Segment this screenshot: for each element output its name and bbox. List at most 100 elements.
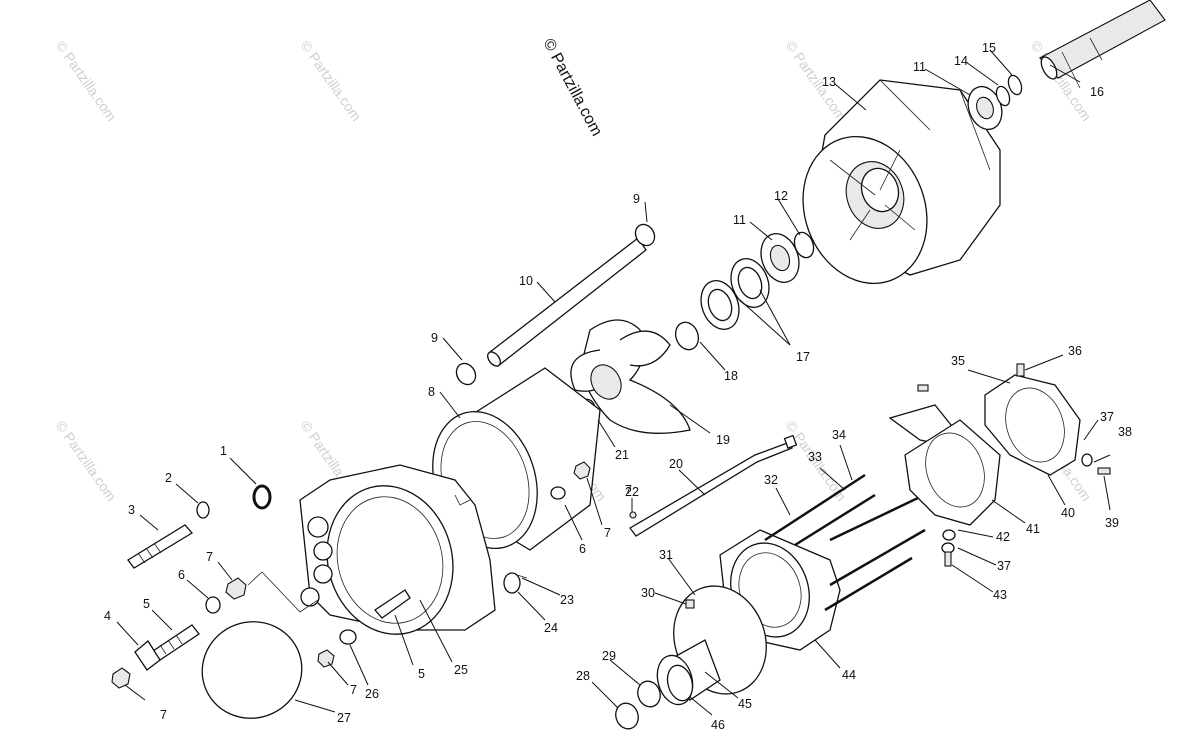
callout-label: 4 — [104, 609, 111, 623]
callout-label: 25 — [454, 663, 468, 677]
callout-label: 24 — [544, 621, 558, 635]
callout-label: 40 — [1061, 506, 1075, 520]
part-nozzle-46 — [666, 664, 694, 702]
part-ring-9-top — [634, 223, 656, 247]
callout-label: 32 — [764, 473, 778, 487]
callout-label: 11 — [913, 60, 926, 74]
callout-label: 14 — [954, 54, 968, 68]
callout-label: 37 — [997, 559, 1011, 573]
part-plate-4 — [134, 640, 161, 671]
part-washer-6-right — [550, 486, 566, 500]
part-sleeve-18 — [674, 321, 700, 351]
part-drive-shaft — [1039, 0, 1166, 89]
callout-label: 34 — [832, 428, 846, 442]
part-nut-7-right — [573, 461, 591, 480]
part-nut-7-bottom — [317, 649, 335, 668]
callout-label: 35 — [951, 354, 965, 368]
part-nut-7-lower-left — [111, 667, 131, 689]
callout-label: 43 — [993, 588, 1007, 602]
callout-label: 26 — [365, 687, 379, 701]
part-cable-20 — [629, 434, 798, 537]
part-ring-14 — [995, 85, 1011, 107]
part-seal-17b — [700, 280, 740, 330]
callout-label: 13 — [822, 75, 836, 89]
part-shaft-10 — [487, 237, 647, 367]
callout-label: 22 — [625, 485, 639, 499]
callout-label: 39 — [1105, 516, 1119, 530]
part-ring-29 — [637, 680, 661, 708]
callout-label: 38 — [1118, 425, 1132, 439]
callout-label: 17 — [796, 350, 810, 364]
part-bushing-42 — [942, 529, 956, 541]
callout-label: 6 — [178, 568, 185, 582]
part-stud-3 — [127, 524, 193, 569]
part-bearing-11-top — [967, 85, 1003, 131]
watermark: © Partzilla.com — [53, 418, 120, 504]
part-bolt-43 — [944, 551, 952, 567]
callout-label: 29 — [602, 649, 616, 663]
callout-label: 11 — [733, 213, 746, 227]
part-bolt-39 — [1097, 467, 1111, 475]
callout-label: 44 — [842, 668, 856, 682]
callout-label: 9 — [431, 331, 438, 345]
callout-label: 16 — [1090, 85, 1104, 99]
part-bolt-36 — [1016, 363, 1025, 377]
part-clip-22 — [629, 511, 637, 519]
part-leader-wire — [247, 571, 319, 613]
callout-label: 7 — [160, 708, 167, 722]
callout-label: 7 — [350, 683, 357, 697]
callout-label: 18 — [724, 369, 738, 383]
part-fitting-23 — [503, 572, 528, 594]
callout-label: 23 — [560, 593, 574, 607]
callout-label: 5 — [418, 667, 425, 681]
part-washer-37-top — [1081, 453, 1093, 467]
callout-label: 6 — [579, 542, 586, 556]
callout-label: 1 — [220, 444, 227, 458]
part-bearing-11 — [760, 233, 800, 283]
callout-label: 33 — [808, 450, 822, 464]
watermark: © Partzilla.com — [298, 38, 365, 124]
callout-label: 21 — [615, 448, 629, 462]
callout-label: 41 — [1026, 522, 1040, 536]
part-ring-15 — [1007, 74, 1023, 96]
callout-label: 20 — [669, 457, 683, 471]
callout-label: 8 — [428, 385, 435, 399]
callout-label: 37 — [1100, 410, 1114, 424]
callout-label: 28 — [576, 669, 590, 683]
callout-label: 7 — [625, 483, 632, 497]
callout-label: 42 — [996, 530, 1010, 544]
callout-label: 7 — [206, 550, 213, 564]
part-reverse-gate — [984, 374, 1081, 476]
part-steering-bracket — [888, 404, 1001, 526]
leader-lines — [116, 49, 1111, 716]
callout-label: 27 — [337, 711, 351, 725]
callout-label: 9 — [633, 192, 640, 206]
callout-label: 10 — [519, 274, 533, 288]
callout-label: 5 — [143, 597, 150, 611]
callout-label: 12 — [774, 189, 788, 203]
part-ring-9-bottom — [455, 362, 477, 386]
callout-label: 2 — [165, 471, 172, 485]
callout-label: 30 — [641, 586, 655, 600]
part-washer-6-left — [205, 596, 221, 614]
callout-label: 36 — [1068, 344, 1082, 358]
callout-label: 45 — [738, 697, 752, 711]
part-impeller — [570, 319, 691, 434]
watermark: © Partzilla.com — [783, 38, 850, 124]
part-gasket-27 — [201, 621, 303, 719]
part-washer-26 — [339, 629, 357, 645]
callout-label: 7 — [604, 526, 611, 540]
copyright-text: © Partzilla.com — [539, 36, 605, 139]
part-bolts-32-33-34 — [764, 473, 926, 612]
callout-label: 46 — [711, 718, 725, 732]
callout-labels: 1 2 3 4 5 5 6 6 7 7 7 7 7 8 9 9 10 11 11… — [104, 41, 1132, 732]
callout-label: 15 — [982, 41, 996, 55]
part-ring-28 — [615, 702, 639, 730]
callout-label: 3 — [128, 503, 135, 517]
watermark: © Partzilla.com — [53, 38, 120, 124]
part-nut-7-left — [225, 577, 247, 600]
part-seal-17a — [730, 258, 770, 308]
part-clip-30 — [685, 599, 695, 609]
part-washer-2 — [196, 501, 210, 519]
